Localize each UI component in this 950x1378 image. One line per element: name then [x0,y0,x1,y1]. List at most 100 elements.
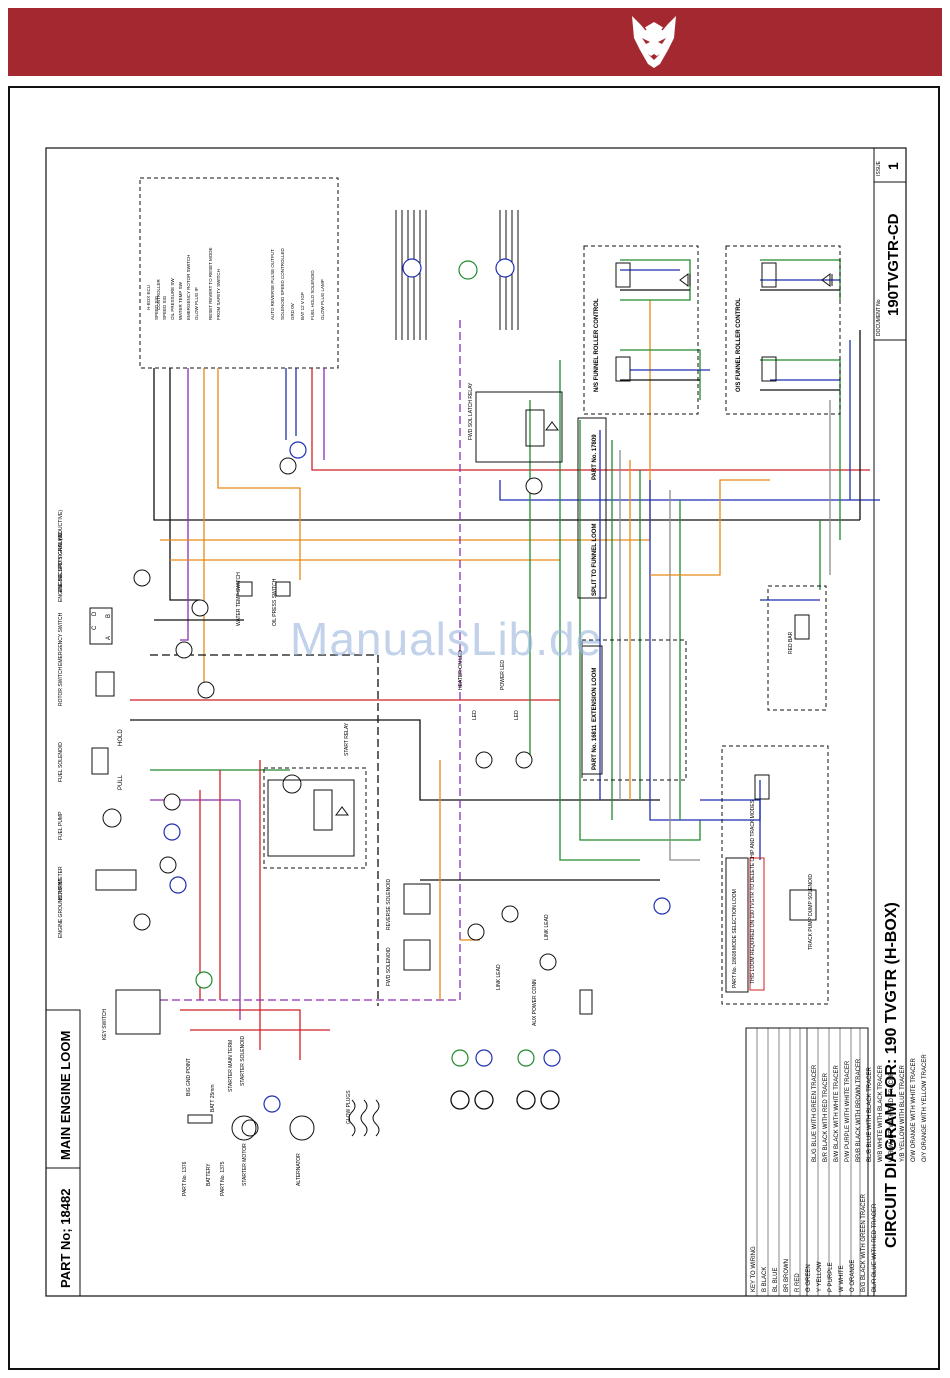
bottom-label: BATT 25mm [210,1084,216,1112]
center-label: LED [514,710,520,720]
issue-number: 1 [885,162,901,170]
wolf-logo-icon [624,8,684,76]
key-right-item: B/R BLACK WITH RED TRACER [823,1072,829,1162]
left-component-label: FUEL PUMP [58,811,64,840]
center-label: OIL PRESS SWITCH [272,578,278,626]
key-left-item: B BLACK [762,1267,768,1292]
bottom-label: PART No. 1376 [182,1161,188,1196]
switch-label: D [92,611,98,616]
right-label: TRACK PUMP DUMP SOLENOID [808,874,814,950]
ecu-input-label: FROM SAFETY SWITCH [216,269,221,320]
ecu-output-label: SOLENOID SPEED CONTROLLED [280,247,285,320]
center-label: LED [472,710,478,720]
key-left-item: O ORANGE [850,1260,856,1292]
key-right-list: BL/G BLUE WITH GREEN TRACER B/R BLACK WIT… [812,1054,928,1162]
part-number: PART No; 18482 [58,1189,73,1288]
key-left-item: B/G BLACK WITH GREEN TRACER [861,1193,867,1292]
ecu-input-label: WATER TEMP SW [178,281,183,320]
right-label: SPLIT TO FUNNEL LOOM [592,524,598,596]
left-component-label: EMERGENCY SWITCH [58,612,64,666]
watermark: ManualsLib.de [290,613,603,665]
key-right-item: BL/G BLUE WITH GREEN TRACER [812,1064,818,1162]
ecu-output-label: BAT 12 V IGP [300,292,305,320]
ecu-box [139,177,339,369]
key-left-item: W WHITE [839,1265,845,1292]
relay-icon [267,391,563,857]
key-title: KEY TO WIRING [751,1246,757,1292]
bottom-label: BATTERY [206,1163,212,1186]
key-left-item: BL BLUE [773,1268,779,1292]
center-label: POWER LED [500,660,506,690]
document-number: 190TVGTR-CD [885,213,902,316]
center-label: LINK LEAD [496,964,502,990]
page-frame [8,86,940,1370]
ecu-output-label: GLOW PLUG LAMP [320,279,325,320]
diagram-border [45,147,907,1297]
key-left-item: R RED [795,1273,801,1292]
left-component-label: ROTOR SWITCH [58,667,64,706]
right-label: N/S FUNNEL ROLLER CONTROL [594,298,600,392]
right-label: EXTENSION LOOM [592,668,598,722]
left-component-label: HOUR METER [58,866,64,900]
key-left-item: P PURPLE [828,1262,834,1292]
switch-label: HOLD [118,729,124,746]
left-component-label: ENGINE SPD SIGNAL (INDUCTIVE) [58,510,64,592]
bottom-label: STARTER MOTOR [242,1143,248,1186]
switch-label: PULL [118,774,124,790]
key-left-item: BR BROWN [784,1259,790,1292]
ecu-title-line: H-BOX ECU [146,285,151,310]
key-left-item: Y YELLOW [817,1261,823,1292]
center-label: HEATER ON LED [458,650,464,690]
ecu-output-label: FUEL HOLD SOLENOID [310,270,315,320]
wiring-key-table [745,1027,869,1297]
key-right-item: W/R WHITE WITH RED TRACER [889,1071,895,1162]
center-label: FWD SOLENOID [386,947,392,986]
key-right-item: Y/B YELLOW WITH BLUE TRACER [900,1065,906,1162]
center-label: LINK LEAD [544,914,550,940]
right-label: THIS LOOM REQUIRED ON 190 TVGTR TO DELET… [750,799,756,984]
ecu-input-label: SPEED SIG [154,295,159,320]
bottom-label: STARTER MAIN TERM [228,1040,234,1092]
bottom-label: ALTERNATOR [296,1153,302,1186]
ecu-input-label: GLOW PLUG IP [194,287,199,320]
key-right-item: O/W ORANGE WITH WHITE TRACER [911,1057,917,1162]
key-right-item: BL/B BLUE WITH BLACK TRACER [867,1066,873,1162]
center-label: FWD SOL LATCH RELAY [468,382,474,440]
key-left-item: G GREEN [806,1264,812,1292]
switch-label: B [106,614,112,618]
right-label: PART No. 18608 [732,951,738,988]
left-component-labels: ENGINE SPD SIGNAL (INDUCTIVE)ENGINE SECU… [58,510,108,1040]
key-right-item: B/W BLACK WITH WHITE TRACER [834,1064,840,1162]
ecu-title: H-BOX ECU CONTROLLER [146,278,161,310]
ecu-output-label: AUTO REVERSE PULSE OUTPUT [270,249,275,320]
bottom-label: STARTER SOLENOID [240,1036,246,1086]
center-label: AUX POWER CONN [532,979,538,1026]
switch-label: C [92,625,98,630]
key-right-item: O/Y ORANGE WITH YELLOW TRACER [922,1054,928,1162]
left-component-label: ENGINE GROUND POINT [58,879,64,938]
ecu-input-label: OIL PRESSURE SW [170,278,175,320]
ecu-title-line: CONTROLLER [156,278,161,310]
ecu-outputs: AUTO REVERSE PULSE OUTPUT SOLENOID SPEED … [270,247,325,320]
loom-name: MAIN ENGINE LOOM [58,1031,73,1160]
right-label: RED BAR [788,631,794,654]
bottom-label: GLOW PLUGS [346,1090,352,1124]
key-right-item: BR/B BLACK WITH BROWN TRACER [856,1058,862,1162]
ecu-input-label: EMERGENCY ROTOR SWITCH [186,255,191,320]
issue-label: ISSUE [876,160,882,176]
center-label: REVERSE SOLENOID [386,878,392,930]
ecu-input-label: RESET REVERT TO RESET MODE [208,247,213,320]
bottom-label: PART No. 1375 [220,1161,226,1196]
switch-label: A [106,636,112,640]
key-left-item: BL/R BLUE WITH RED TRACER [872,1203,878,1292]
ecu-input-label: SPEED SIG [162,295,167,320]
key-right-item: W/B WHITE WITH BLACK TRACER [878,1064,884,1162]
header-banner [8,8,942,76]
switch-labels: HOLD PULL C D A B [92,611,124,790]
right-label: PART No. 17809 [592,434,598,480]
left-component-label: FUEL SOLENOID [58,742,64,782]
